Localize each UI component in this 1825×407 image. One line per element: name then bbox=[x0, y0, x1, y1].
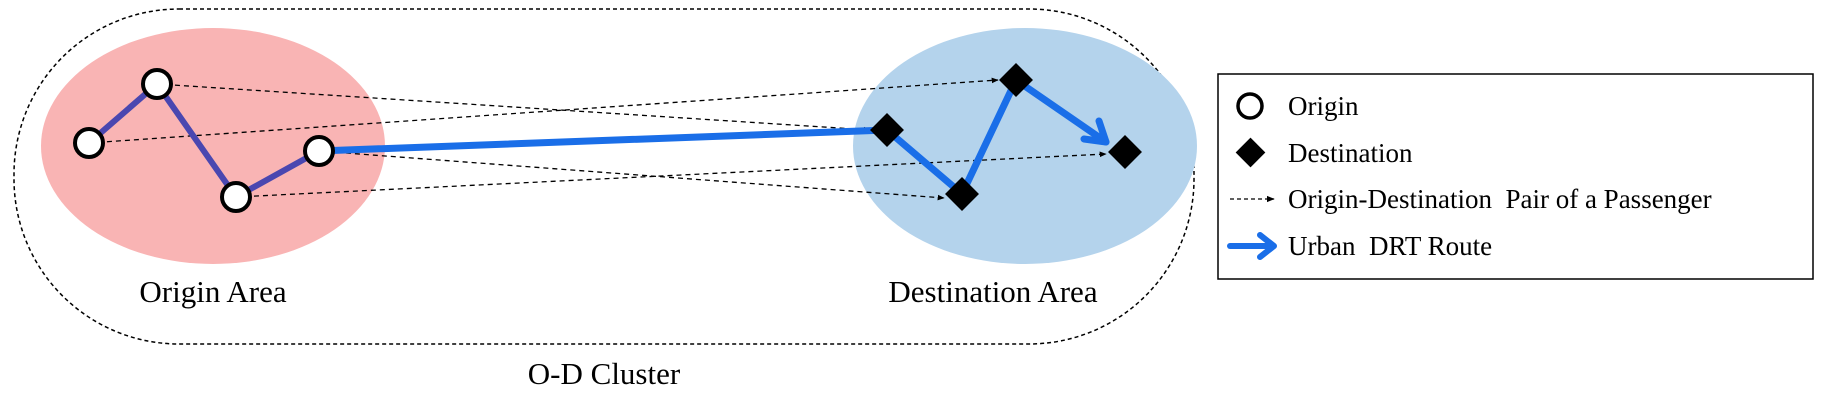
drt-route-arrowhead bbox=[1080, 117, 1110, 146]
drt-route-segment bbox=[883, 76, 1110, 198]
od-pair-arrow bbox=[318, 150, 945, 201]
legend-label-od-pair: Origin-Destination Pair of a Passenger bbox=[1288, 184, 1712, 214]
od-pair-arrow bbox=[235, 151, 1107, 198]
od-pair-arrow bbox=[88, 77, 999, 144]
od-pair-arrow bbox=[156, 83, 871, 133]
origin-node bbox=[220, 181, 252, 213]
origin-node bbox=[73, 127, 105, 159]
legend-box bbox=[1217, 73, 1814, 280]
legend: Origin Destination Origin-Destination Pa… bbox=[1217, 73, 1814, 280]
origin-node bbox=[141, 68, 173, 100]
destination-area-label: Destination Area bbox=[888, 274, 1097, 309]
destination-nodes bbox=[870, 63, 1142, 211]
destination-area bbox=[853, 28, 1197, 264]
urban-drt-route bbox=[315, 76, 1110, 198]
od-pair-arrows bbox=[88, 77, 1107, 201]
circle-icon bbox=[1236, 92, 1264, 120]
legend-label-destination: Destination bbox=[1288, 138, 1413, 168]
od-cluster-label: O-D Cluster bbox=[528, 356, 681, 391]
origin-pickup-route bbox=[87, 81, 321, 200]
origin-area-label: Origin Area bbox=[139, 274, 286, 309]
diamond-icon bbox=[1235, 137, 1266, 168]
blue-arrow-icon bbox=[1227, 232, 1277, 260]
origin-area bbox=[41, 28, 385, 264]
legend-label-origin: Origin bbox=[1288, 91, 1359, 121]
legend-label-drt-route: Urban DRT Route bbox=[1288, 231, 1492, 261]
destination-node bbox=[1108, 135, 1142, 169]
drt-route-segment bbox=[315, 126, 891, 155]
origin-nodes bbox=[73, 68, 335, 213]
destination-node bbox=[945, 177, 979, 211]
origin-node bbox=[303, 135, 335, 167]
